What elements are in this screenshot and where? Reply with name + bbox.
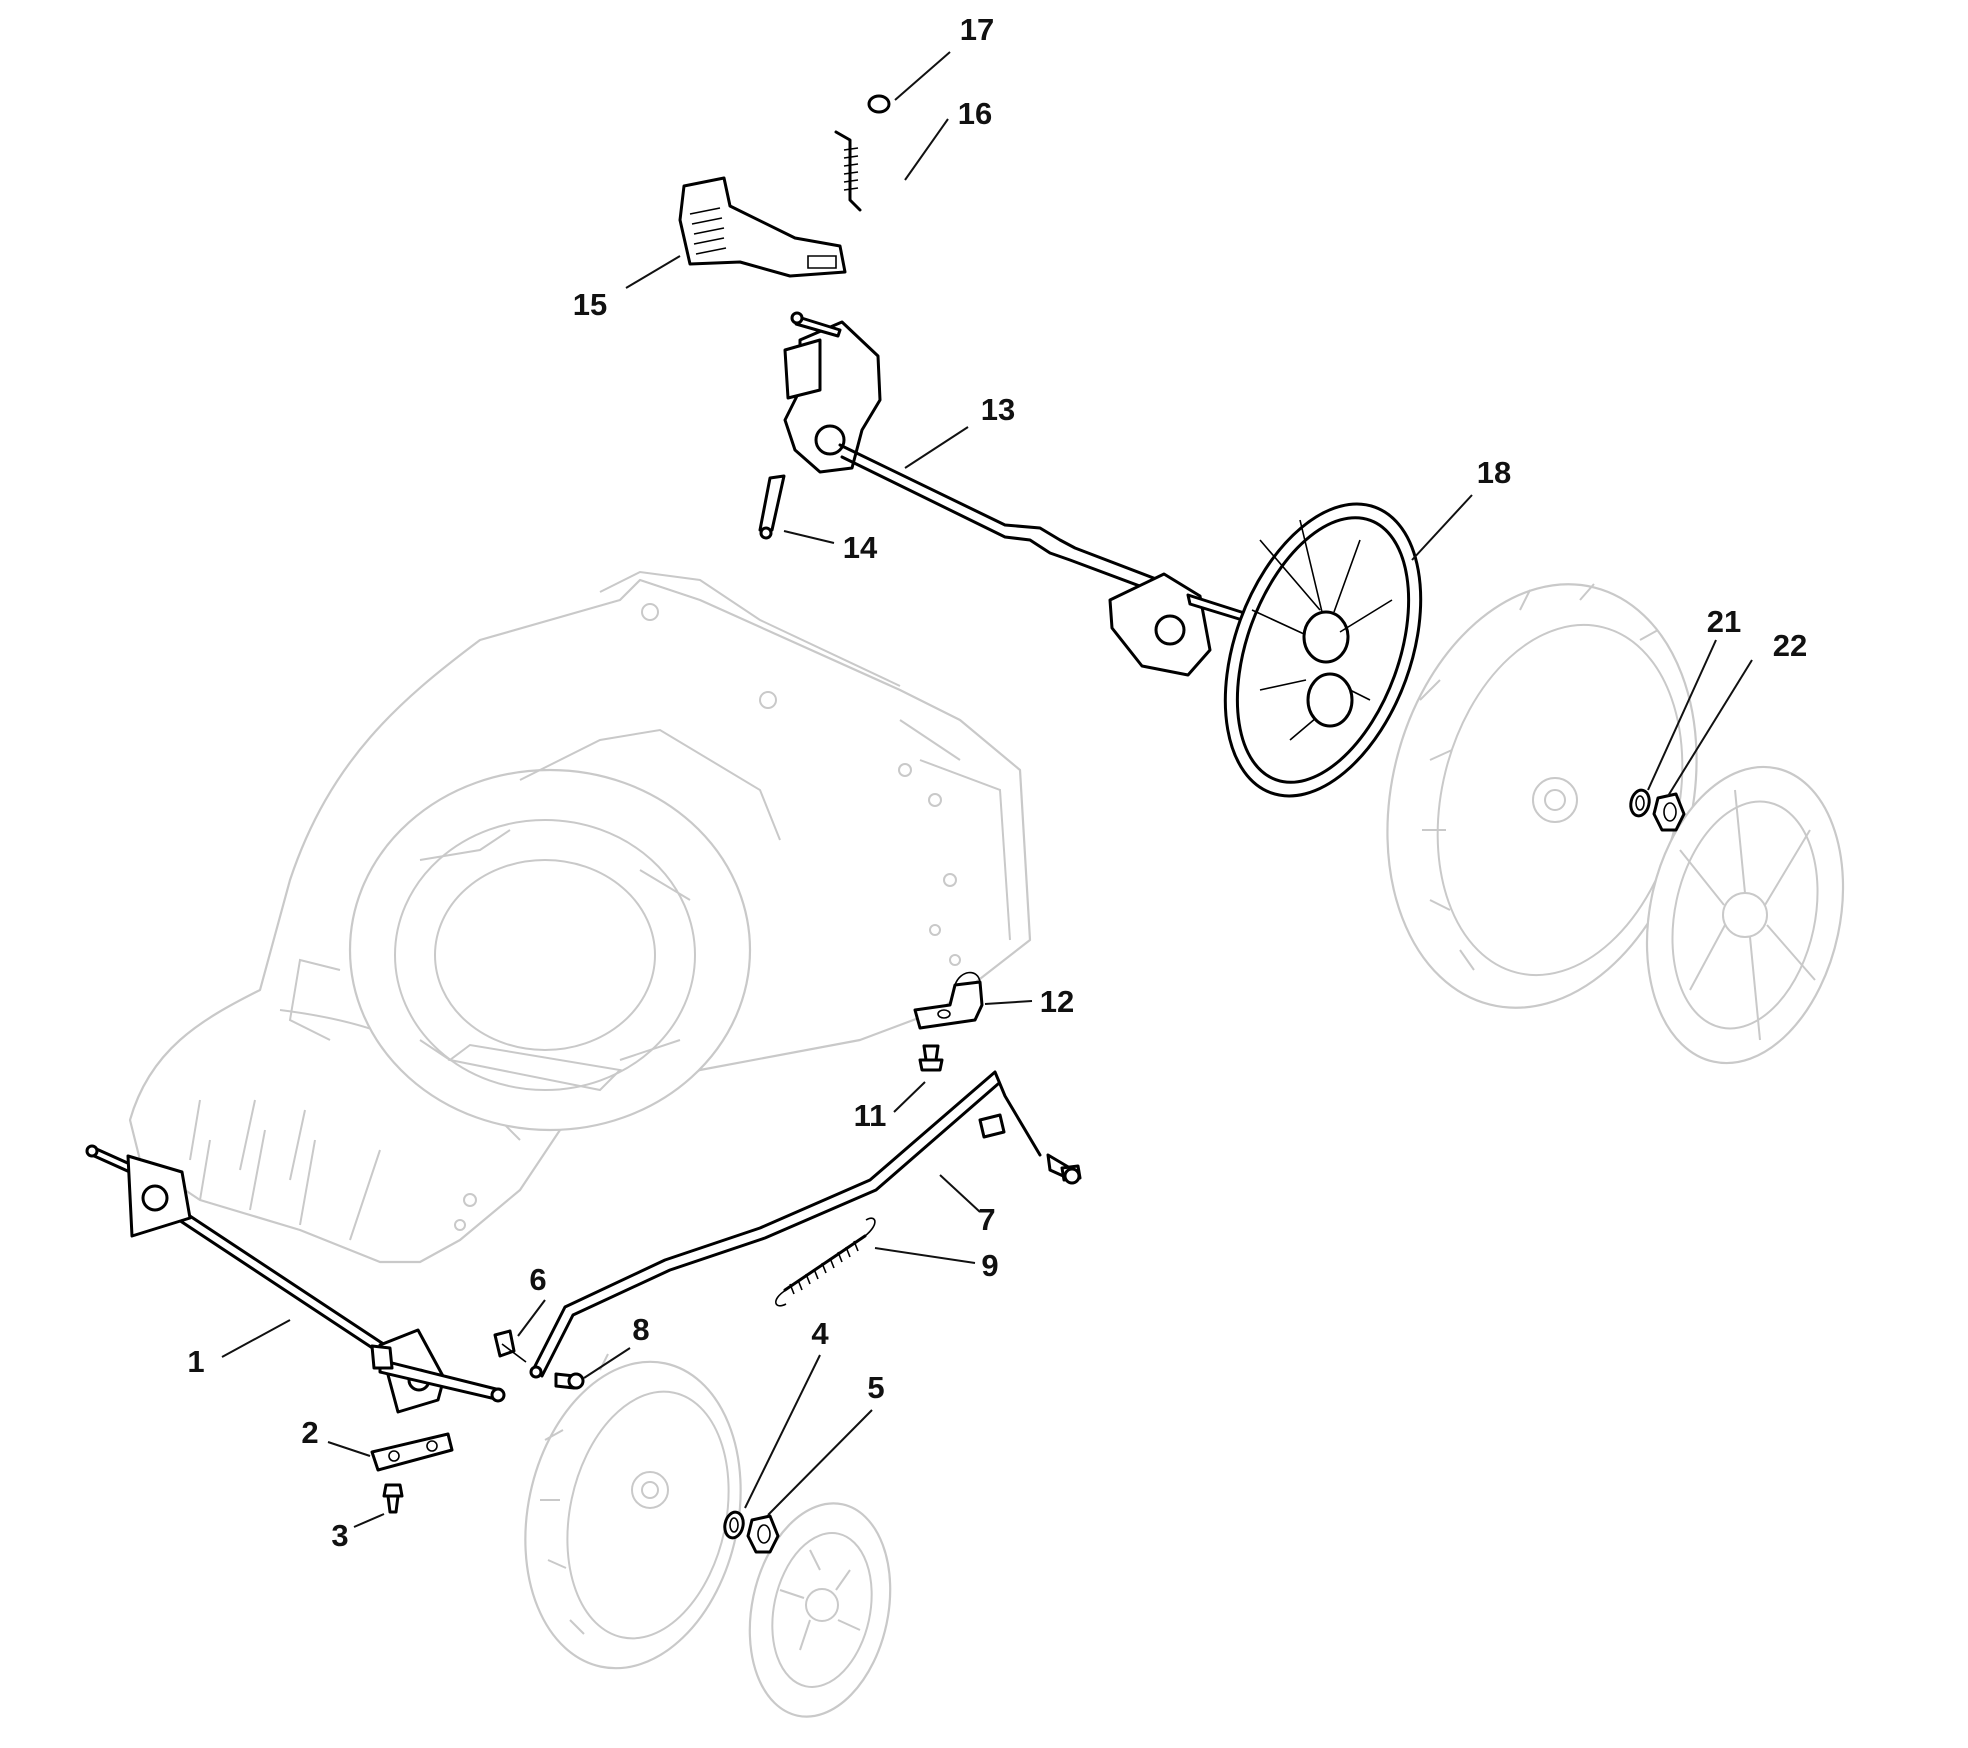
callout-12: 12	[1040, 984, 1074, 1019]
callout-17: 17	[960, 12, 994, 47]
nut-22	[1652, 792, 1686, 832]
callout-labels: 1 2 3 4 5 6 7 8 9 11 12 13 14 15 16 17 1…	[187, 12, 1807, 1553]
callout-9: 9	[981, 1248, 998, 1283]
callout-15: 15	[573, 287, 607, 322]
rear-wheel-ghost	[1386, 583, 1698, 1009]
callout-13: 13	[981, 392, 1015, 427]
spring-9	[775, 1217, 876, 1307]
cap-17	[867, 94, 891, 114]
bracket-12	[913, 971, 984, 1030]
gear-disc-18	[1223, 502, 1423, 798]
pin-8	[554, 1372, 585, 1390]
screw-11	[918, 1044, 944, 1072]
callout-18: 18	[1477, 455, 1511, 490]
leader-lines	[221, 51, 1753, 1528]
clip-6	[493, 1329, 527, 1363]
callout-7: 7	[978, 1202, 995, 1237]
callout-16: 16	[958, 96, 992, 131]
front-axle-assembly	[85, 1144, 506, 1414]
mower-deck-ghost	[128, 570, 1032, 1264]
front-wheel-ghost	[524, 1353, 742, 1670]
callout-1: 1	[187, 1344, 204, 1379]
callout-11: 11	[854, 1098, 887, 1133]
washer-4	[723, 1510, 745, 1540]
pin-7-end	[1060, 1164, 1082, 1185]
nut-5	[746, 1514, 780, 1554]
front-hubcap-ghost	[748, 1502, 892, 1718]
callout-5: 5	[867, 1370, 884, 1405]
link-rod-7	[529, 1070, 1074, 1379]
washer-21	[1629, 788, 1651, 818]
callout-21: 21	[1707, 604, 1741, 639]
callout-6: 6	[529, 1262, 546, 1297]
axle-plate	[370, 1432, 454, 1472]
callout-14: 14	[843, 530, 878, 565]
callout-4: 4	[811, 1316, 829, 1351]
spring-16	[834, 130, 862, 212]
pin-14	[758, 474, 786, 540]
lever-handle-15	[678, 176, 847, 278]
callout-2: 2	[301, 1415, 318, 1450]
callout-22: 22	[1773, 628, 1807, 663]
callout-3: 3	[331, 1518, 348, 1553]
callout-8: 8	[632, 1312, 649, 1347]
screw-3	[382, 1483, 404, 1514]
rear-hubcap-ghost	[1645, 765, 1845, 1065]
rear-axle-13	[783, 311, 1267, 677]
